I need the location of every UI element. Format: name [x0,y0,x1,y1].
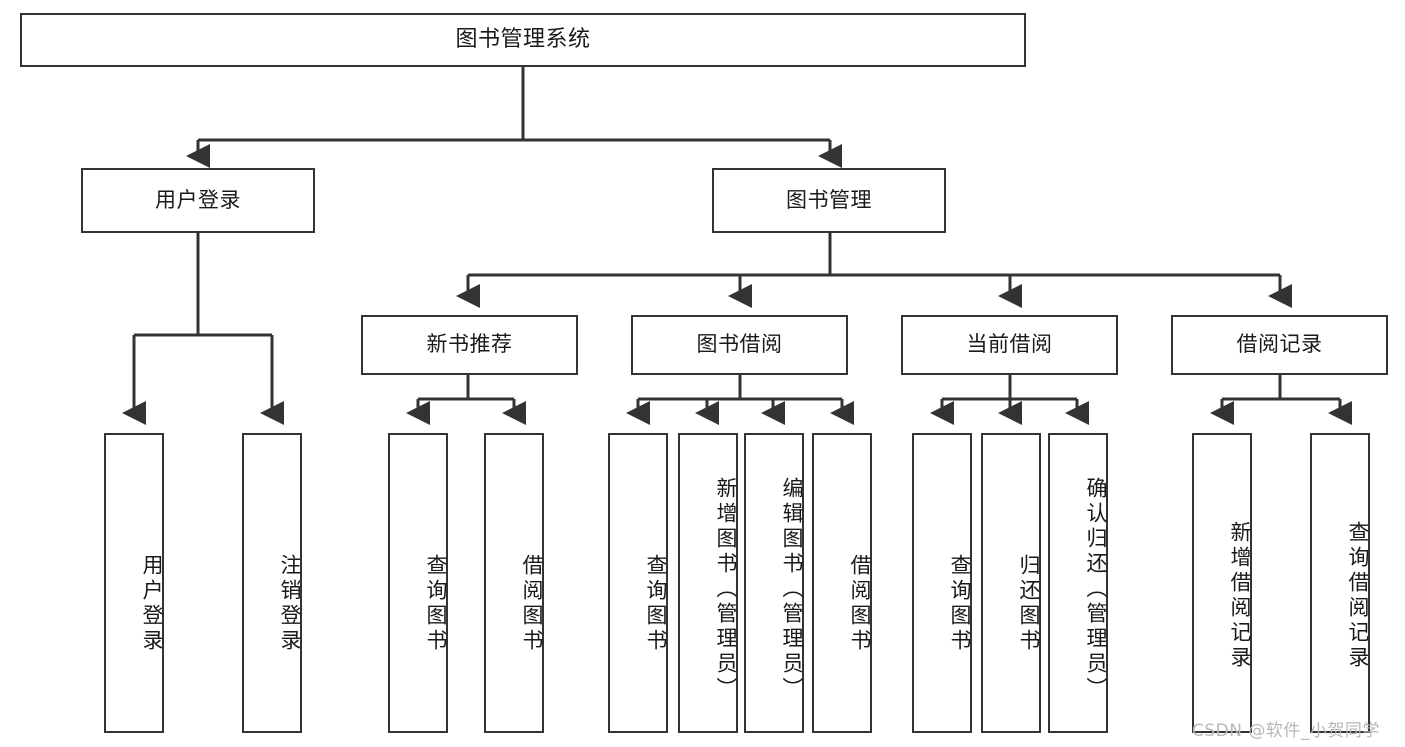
node-label: 新增图书（管理员） [714,476,738,702]
node-label: 新增借阅记录 [1228,521,1252,671]
node-book-borrow[interactable]: 图书借阅 [631,315,848,375]
node-label: 借阅图书 [848,554,872,654]
node-label: 注销登录 [278,554,302,654]
node-label: 图书管理系统 [455,26,591,52]
csdn-watermark: CSDN @软件_小贺同学 [1192,721,1380,741]
node-label: 查询图书 [644,554,668,654]
node-label: 图书管理 [786,187,872,212]
node-user-login[interactable]: 用户登录 [81,168,315,233]
node-label: 归还图书 [1017,554,1041,654]
node-label: 用户登录 [140,554,164,654]
node-label: 查询借阅记录 [1346,521,1370,671]
node-root-book-management-system[interactable]: 图书管理系统 [20,13,1026,67]
node-label: 新书推荐 [426,332,513,357]
node-borrow-record[interactable]: 借阅记录 [1171,315,1388,375]
node-label: 借阅记录 [1236,332,1323,357]
node-label: 用户登录 [155,187,241,212]
node-label: 查询图书 [948,554,972,654]
node-label: 借阅图书 [520,554,544,654]
node-label: 当前借阅 [966,332,1053,357]
leaf-current-return-books[interactable]: 归还图书 [981,433,1041,733]
node-current-borrow[interactable]: 当前借阅 [901,315,1118,375]
node-book-management[interactable]: 图书管理 [712,168,946,233]
leaf-borrow-add-book-admin[interactable]: 新增图书（管理员） [678,433,738,733]
leaf-borrow-edit-book-admin[interactable]: 编辑图书（管理员） [744,433,804,733]
node-new-book-recommend[interactable]: 新书推荐 [361,315,578,375]
leaf-current-confirm-return-admin[interactable]: 确认归还（管理员） [1048,433,1108,733]
leaf-user-login-login[interactable]: 用户登录 [104,433,164,733]
leaf-new-book-borrow-books[interactable]: 借阅图书 [484,433,544,733]
leaf-borrow-query-books[interactable]: 查询图书 [608,433,668,733]
node-label: 编辑图书（管理员） [780,476,804,702]
leaf-record-add-borrow-record[interactable]: 新增借阅记录 [1192,433,1252,733]
node-label: 确认归还（管理员） [1084,476,1108,702]
node-label: 图书借阅 [696,332,783,357]
leaf-record-query-borrow-record[interactable]: 查询借阅记录 [1310,433,1370,733]
leaf-new-book-query-books[interactable]: 查询图书 [388,433,448,733]
leaf-current-query-books[interactable]: 查询图书 [912,433,972,733]
leaf-borrow-borrow-books[interactable]: 借阅图书 [812,433,872,733]
leaf-user-login-logout[interactable]: 注销登录 [242,433,302,733]
node-label: 查询图书 [424,554,448,654]
